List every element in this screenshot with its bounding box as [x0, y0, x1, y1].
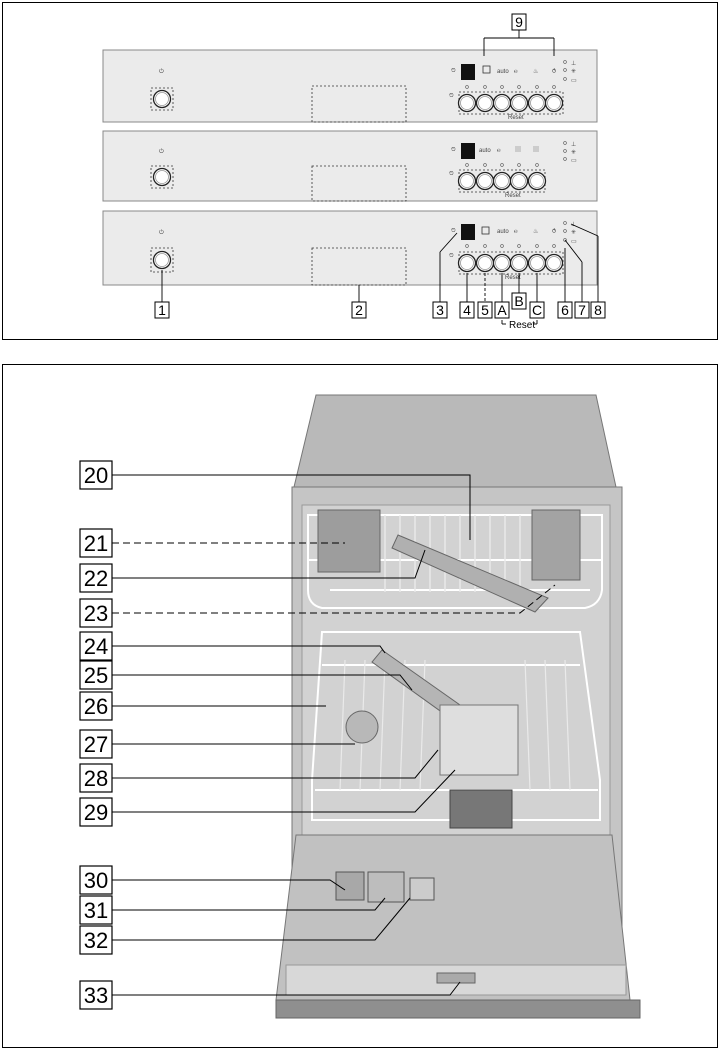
callout-label: 28: [84, 766, 108, 791]
cup-rack-right: [532, 510, 580, 580]
callout-box-28: 28: [80, 764, 112, 792]
cutlery-basket-grid: [450, 790, 512, 828]
callout-box-30: 30: [80, 866, 112, 894]
filter-system: [346, 711, 378, 743]
callout-box-32: 32: [80, 926, 112, 954]
callout-label: 20: [84, 463, 108, 488]
cutlery-basket: [440, 705, 518, 775]
callout-box-26: 26: [80, 692, 112, 720]
callout-label: 30: [84, 868, 108, 893]
callout-label: 32: [84, 928, 108, 953]
cutlery-drawer-left: [318, 510, 380, 572]
callout-box-25: 25: [80, 661, 112, 689]
callout-label: 21: [84, 531, 108, 556]
door-edge: [276, 1000, 640, 1018]
callout-label: 26: [84, 694, 108, 719]
callout-label: 31: [84, 898, 108, 923]
callout-box-31: 31: [80, 896, 112, 924]
callout-box-22: 22: [80, 564, 112, 592]
callout-label: 23: [84, 601, 108, 626]
callout-box-33: 33: [80, 981, 112, 1009]
callout-boxes: 20 21 22 23 24 25 26 27 28 29 30 31 32 33: [80, 461, 112, 1009]
dispenser-catch: [410, 878, 434, 900]
callout-label: 29: [84, 800, 108, 825]
callout-box-29: 29: [80, 798, 112, 826]
appliance-top: [294, 395, 616, 487]
callout-label: 25: [84, 663, 108, 688]
callout-label: 33: [84, 983, 108, 1008]
callout-box-21: 21: [80, 529, 112, 557]
callout-box-23: 23: [80, 599, 112, 627]
callout-box-27: 27: [80, 730, 112, 758]
detergent-dispenser: [368, 872, 404, 902]
callout-label: 27: [84, 732, 108, 757]
type-plate: [437, 973, 475, 983]
callout-box-20: 20: [80, 461, 112, 489]
callout-label: 22: [84, 566, 108, 591]
callout-label: 24: [84, 634, 108, 659]
storage-compartment-rinse-aid: [336, 872, 364, 900]
callout-box-24: 24: [80, 632, 112, 660]
